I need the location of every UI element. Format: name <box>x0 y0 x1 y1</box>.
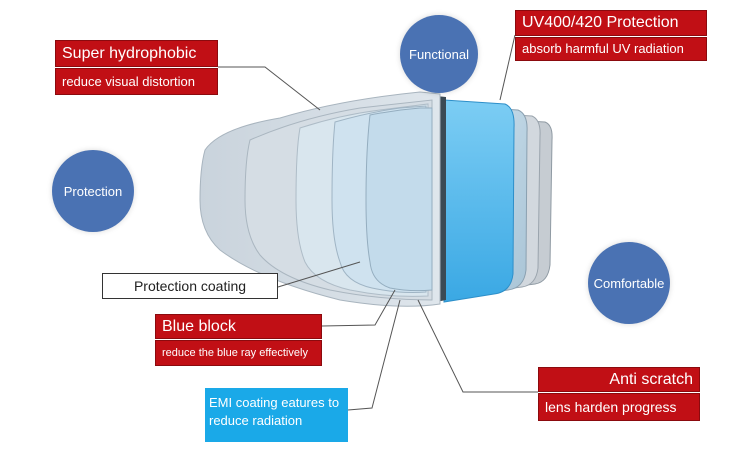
hydrophobic-sub: reduce visual distortion <box>62 74 195 89</box>
protection-circle: Protection <box>52 150 134 232</box>
emi-line-2: reduce radiation <box>209 413 303 428</box>
uv-sub: absorb harmful UV radiation <box>522 41 684 56</box>
leader-emi <box>347 299 401 411</box>
leader-protection-coating <box>277 261 361 288</box>
uv-title-box: UV400/420 Protection <box>515 10 707 36</box>
anti-scratch-title-box: Anti scratch <box>538 367 700 392</box>
hydrophobic-title-box: Super hydrophobic <box>55 40 218 67</box>
functional-circle: Functional <box>400 15 478 93</box>
hydrophobic-title: Super hydrophobic <box>62 45 197 62</box>
leader-hydrophobic <box>218 66 321 111</box>
anti-scratch-sub: lens harden progress <box>545 399 677 415</box>
protection-coating-box: Protection coating <box>102 273 278 299</box>
uv-layer <box>443 99 515 303</box>
hydrophobic-sub-box: reduce visual distortion <box>55 68 218 95</box>
blue-block-title: Blue block <box>162 318 236 335</box>
blue-block-sub: reduce the blue ray effectively <box>162 347 308 359</box>
comfortable-label: Comfortable <box>593 275 665 291</box>
functional-label: Functional <box>409 46 469 62</box>
uv-title: UV400/420 Protection <box>522 14 679 31</box>
protection-coating-label: Protection coating <box>133 278 247 294</box>
leader-blue-block <box>321 289 396 327</box>
leader-anti-scratch <box>417 299 538 393</box>
lens-layer-front-5 <box>365 107 433 292</box>
leader-uv <box>499 34 516 101</box>
emi-line-1: EMI coating eatures to <box>209 395 340 410</box>
comfortable-circle: Comfortable <box>588 242 670 324</box>
emi-box: EMI coating eatures to reduce radiation <box>205 388 348 442</box>
blue-block-title-box: Blue block <box>155 314 322 339</box>
anti-scratch-sub-box: lens harden progress <box>538 393 700 421</box>
protection-label: Protection <box>63 183 123 199</box>
blue-block-sub-box: reduce the blue ray effectively <box>155 340 322 366</box>
uv-sub-box: absorb harmful UV radiation <box>515 37 707 61</box>
anti-scratch-title: Anti scratch <box>609 371 693 388</box>
